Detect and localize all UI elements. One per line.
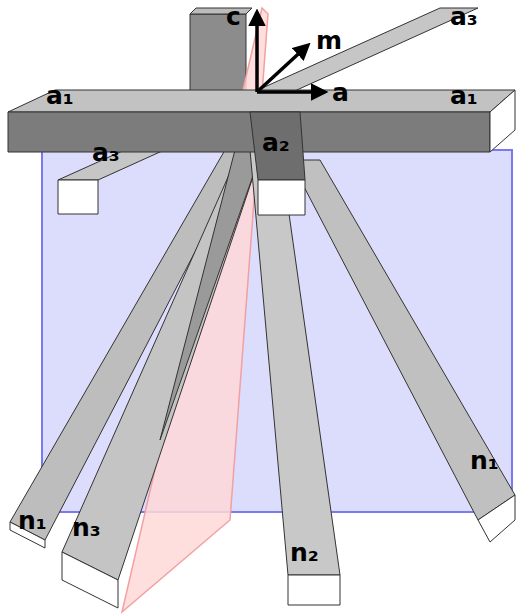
- a1-bar: [8, 90, 515, 112]
- bar-label: n₁: [470, 448, 499, 473]
- m-axis: [257, 45, 308, 92]
- bar-label: n₂: [290, 540, 319, 565]
- axis-label: c: [226, 4, 241, 29]
- a-axis: [257, 90, 325, 94]
- bar-label: n₁: [18, 508, 47, 533]
- axis-label: a: [332, 80, 349, 105]
- bar-label: a₃: [450, 4, 478, 29]
- bar-label: n₃: [72, 515, 101, 540]
- bar-label: a₁: [46, 83, 74, 108]
- a2-front-bar: [250, 112, 305, 180]
- spike-bar: [160, 150, 262, 440]
- bar-label: a₁: [450, 83, 478, 108]
- axis-label: m: [316, 28, 342, 53]
- c-axis: [255, 12, 259, 92]
- n1-right-bar: [290, 160, 515, 520]
- bar-label: a₂: [262, 130, 290, 155]
- bar-label: a₃: [92, 140, 120, 165]
